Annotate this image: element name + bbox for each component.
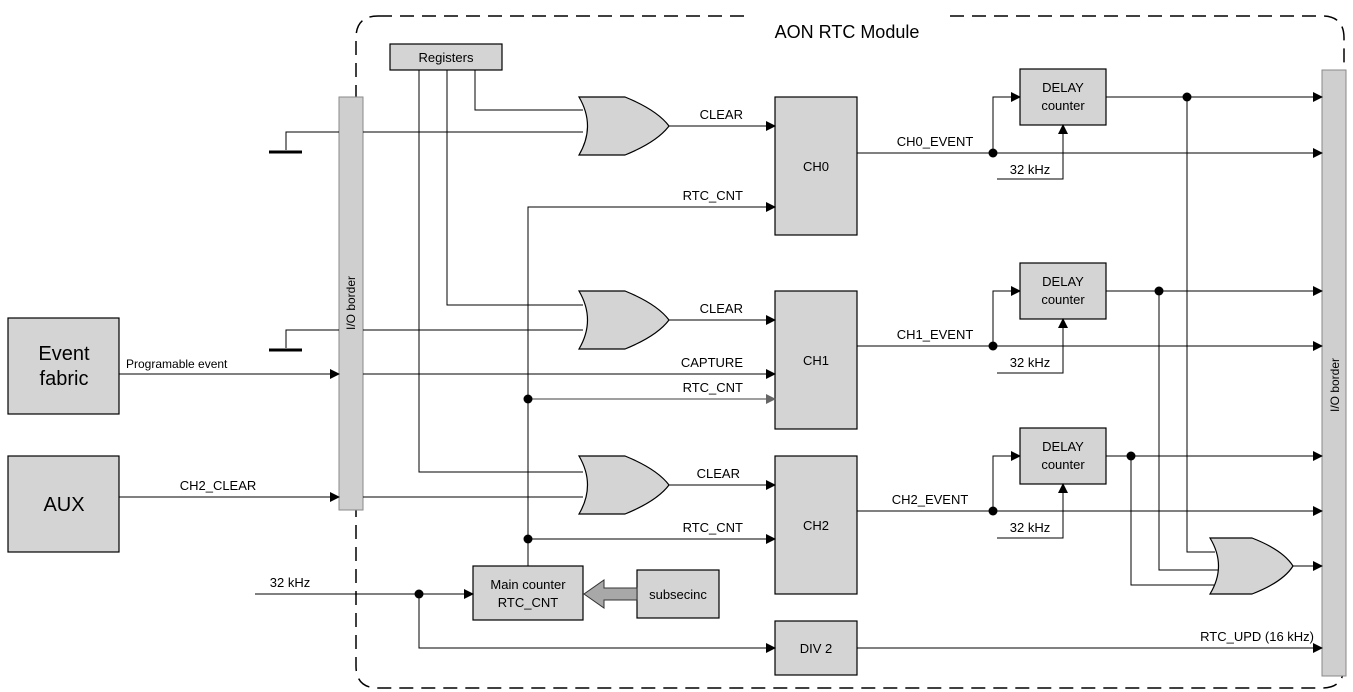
ch2-rtc-cnt-label: RTC_CNT [683, 520, 743, 535]
ground-symbol-ch0 [269, 131, 339, 154]
event-fabric-line2: fabric [40, 368, 89, 390]
subsecinc-label: subsecinc [649, 587, 707, 602]
delay-ch1-line1: DELAY [1042, 274, 1084, 289]
ch1-clear-label: CLEAR [700, 301, 743, 316]
reg-wire-ch2 [418, 70, 583, 473]
ch0-label: CH0 [803, 159, 829, 174]
event-fabric-line1: Event [38, 343, 90, 365]
ch2-clear-label: CLEAR [697, 466, 740, 481]
subsecinc-arrow [583, 579, 638, 609]
module-title: AON RTC Module [775, 22, 920, 42]
aux-label: AUX [43, 494, 84, 516]
ch2-clear-signal-label: CH2_CLEAR [180, 478, 257, 493]
delay-ch0-line2: counter [1041, 98, 1085, 113]
rtc-cnt-bus [527, 202, 776, 566]
ch1-label: CH1 [803, 353, 829, 368]
delay-ch2-line2: counter [1041, 457, 1085, 472]
delay-ch0-line1: DELAY [1042, 80, 1084, 95]
wire-ch2-delay-in [992, 451, 1021, 511]
wire-ch1-delay-in [992, 286, 1021, 346]
title-backdrop [745, 10, 950, 24]
ch0-rtc-cnt-label: RTC_CNT [683, 188, 743, 203]
registers-box [389, 43, 503, 71]
or-gate-ch0 [577, 96, 670, 156]
ch0-block [774, 96, 858, 236]
delay-ch1-line2: counter [1041, 292, 1085, 307]
io-border-right-label: I/O border [1328, 358, 1342, 412]
io-border-left [338, 96, 364, 511]
module-outline [355, 15, 1345, 689]
junction-rtc-cnt-ch1 [523, 394, 533, 404]
wire-or-in-ch2 [1130, 456, 1215, 586]
ch1-rtc-cnt-label: RTC_CNT [683, 380, 743, 395]
delay-ch0-clk-label: 32 kHz [1010, 162, 1050, 177]
ch1-capture-label: CAPTURE [681, 355, 743, 370]
or-gate-ch1 [577, 290, 670, 350]
aux-box [7, 455, 120, 553]
delay-ch2-clk-label: 32 kHz [1010, 520, 1050, 535]
delay-counter-ch1 [1019, 262, 1107, 320]
or-gate-output [1208, 537, 1294, 595]
wire-or-in-ch0 [1186, 97, 1215, 553]
wire-clk-div2 [418, 594, 776, 653]
main-counter-line2: RTC_CNT [498, 595, 558, 610]
wire-or-in-ch1 [1158, 291, 1218, 571]
event-fabric-box [7, 317, 120, 415]
wire-ch2-delay-clk [997, 483, 1068, 539]
or-gate-ch2 [577, 455, 670, 515]
ch1-block [774, 290, 858, 430]
delay-ch1-clk-label: 32 kHz [1010, 355, 1050, 370]
ch0-clear-label: CLEAR [700, 107, 743, 122]
junction-rtc-cnt-ch2 [523, 534, 533, 544]
wire-ch1-delay-clk [997, 318, 1068, 374]
main-counter-box [472, 565, 584, 621]
ch2-block [774, 455, 858, 595]
io-border-left-label: I/O border [344, 276, 358, 330]
ch2-label: CH2 [803, 518, 829, 533]
ch2-event-label: CH2_EVENT [892, 492, 969, 507]
div2-box [774, 620, 858, 676]
wire-ch0-delay-in [992, 92, 1021, 153]
ch1-event-label: CH1_EVENT [897, 327, 974, 342]
io-border-right [1321, 69, 1347, 677]
main-counter-line1: Main counter [490, 577, 566, 592]
subsecinc-box [636, 569, 720, 619]
wire-ch0-delay-clk [997, 124, 1068, 180]
programable-event-label: Programable event [126, 357, 228, 371]
delay-counter-ch0 [1019, 68, 1107, 126]
registers-label: Registers [419, 50, 474, 65]
div2-label: DIV 2 [800, 641, 833, 656]
clk-in-label: 32 kHz [270, 575, 310, 590]
reg-wire-ch1 [446, 70, 583, 306]
ch0-event-label: CH0_EVENT [897, 134, 974, 149]
delay-ch2-line1: DELAY [1042, 439, 1084, 454]
ground-symbol-ch1 [269, 329, 339, 352]
rtc-upd-label: RTC_UPD (16 kHz) [1200, 629, 1314, 644]
reg-wire-ch0 [474, 70, 583, 111]
delay-counter-ch2 [1019, 427, 1107, 485]
